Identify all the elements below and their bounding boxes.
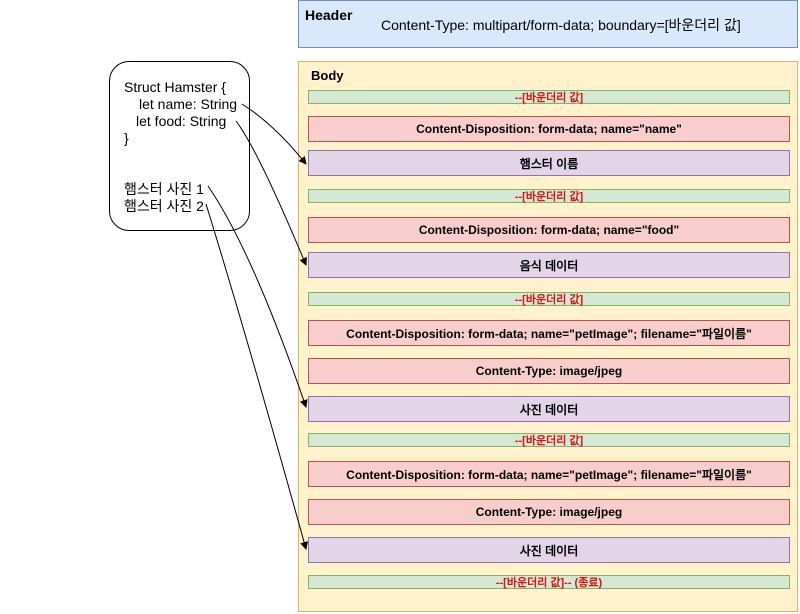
arrow-name-to-hamster-name bbox=[241, 103, 307, 165]
header-title: Header bbox=[305, 7, 353, 23]
data-row-photo-1: 사진 데이터 bbox=[308, 396, 790, 422]
header-content-type: Content-Type: multipart/form-data; bound… bbox=[381, 17, 741, 33]
content-type-row-1: Content-Type: image/jpeg bbox=[308, 358, 790, 384]
data-row-hamster-name: 햄스터 이름 bbox=[308, 150, 790, 176]
header-section: Header Content-Type: multipart/form-data… bbox=[298, 0, 798, 48]
boundary-row: --[바운더리 값] bbox=[308, 433, 790, 447]
disposition-row-petimage-2: Content-Disposition: form-data; name="pe… bbox=[308, 461, 790, 487]
boundary-end-row: --[바운더리 값]-- (종료) bbox=[308, 575, 790, 589]
boundary-row: --[바운더리 값] bbox=[308, 90, 790, 104]
struct-closing-brace: } bbox=[124, 130, 129, 146]
boundary-row: --[바운더리 값] bbox=[308, 189, 790, 203]
photo-label-1: 햄스터 사진 1 bbox=[124, 181, 204, 197]
disposition-row-food: Content-Disposition: form-data; name="fo… bbox=[308, 217, 790, 243]
body-title: Body bbox=[311, 68, 344, 83]
struct-field-name: let name: String bbox=[139, 96, 238, 112]
photo-label-2: 햄스터 사진 2 bbox=[124, 198, 204, 214]
disposition-row-petimage-1: Content-Disposition: form-data; name="pe… bbox=[308, 320, 790, 346]
data-row-food: 음식 데이터 bbox=[308, 252, 790, 278]
content-type-row-2: Content-Type: image/jpeg bbox=[308, 499, 790, 525]
data-row-photo-2: 사진 데이터 bbox=[308, 537, 790, 563]
boundary-row: --[바운더리 값] bbox=[308, 292, 790, 306]
struct-field-food: let food: String bbox=[136, 113, 227, 129]
disposition-row-name: Content-Disposition: form-data; name="na… bbox=[308, 116, 790, 142]
struct-declaration: Struct Hamster { bbox=[124, 79, 226, 95]
arrow-photo2-to-photo-data bbox=[205, 203, 308, 550]
